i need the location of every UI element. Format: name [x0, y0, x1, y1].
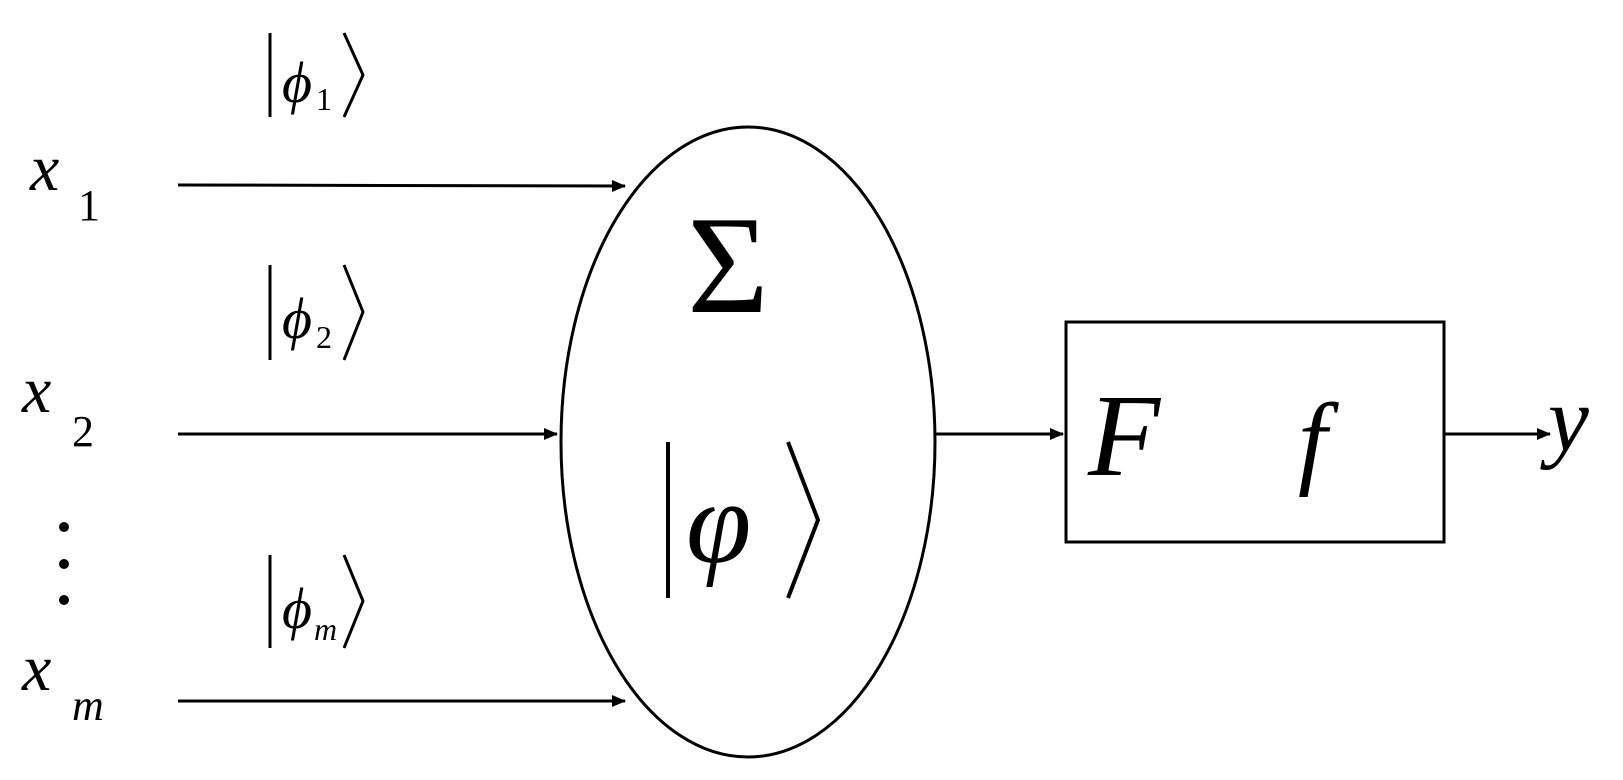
- weight-phim: ϕ m: [268, 554, 365, 649]
- input-xm-var: x: [21, 632, 51, 705]
- input-x1-var: x: [29, 132, 59, 205]
- weight-phi1: ϕ 1: [268, 32, 365, 118]
- ket-angle-phi1: [342, 32, 365, 118]
- input-xm: x m: [21, 632, 104, 730]
- transfer-label-f: f: [1298, 383, 1339, 498]
- state-symbol: φ: [686, 457, 751, 588]
- input-x2: x 2: [21, 354, 94, 456]
- input-x2-sub: 2: [72, 407, 94, 456]
- ket-angle-phim: [342, 554, 365, 649]
- transfer-label-F: F: [1087, 370, 1162, 501]
- weight-phi2-symbol: ϕ: [282, 286, 312, 351]
- ket-angle-phi2: [342, 264, 365, 361]
- neuron-ellipse: [559, 125, 937, 759]
- ket-angle-state: [786, 441, 821, 599]
- input-x2-var: x: [21, 354, 51, 427]
- input-xm-sub: m: [72, 681, 104, 730]
- weight-phim-symbol: ϕ: [282, 576, 312, 641]
- weight-phim-sub: m: [314, 611, 337, 647]
- vertical-ellipsis: [59, 522, 69, 605]
- weight-phi1-symbol: ϕ: [282, 50, 312, 115]
- transfer-function-box: [1064, 320, 1446, 544]
- input-x1: x 1: [29, 132, 100, 230]
- neuron-state-ket: φ: [666, 441, 821, 599]
- output-label: y: [1540, 368, 1589, 470]
- arrow-x1: [177, 179, 626, 192]
- input-x1-sub: 1: [78, 181, 100, 230]
- weight-phi2-sub: 2: [316, 319, 332, 355]
- sum-symbol: Σ: [687, 188, 768, 343]
- weight-phi2: ϕ 2: [268, 264, 365, 361]
- weight-phi1-sub: 1: [316, 81, 332, 117]
